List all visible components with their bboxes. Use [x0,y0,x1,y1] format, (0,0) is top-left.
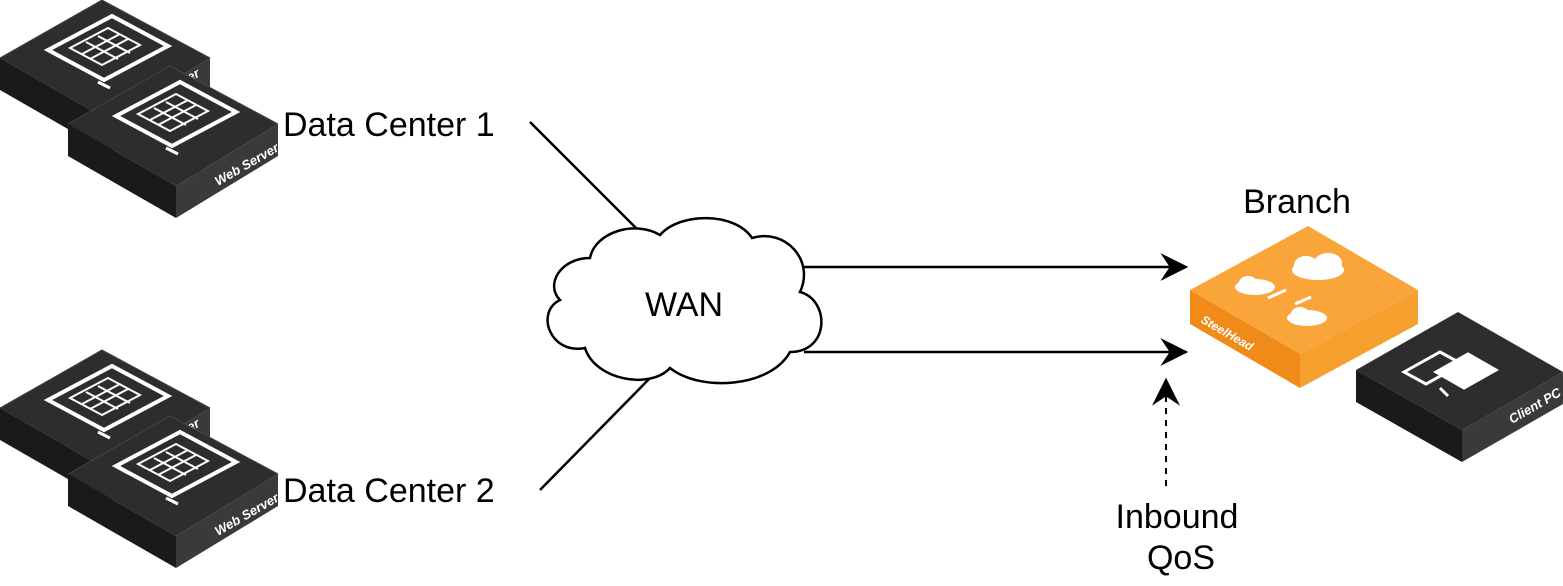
branch-label: Branch [1243,183,1351,221]
data-center-2-servers: er Web Server [0,348,282,570]
data-center-2-label: Data Center 2 [283,472,495,510]
cloud-icon [1235,253,1344,326]
qos-label: QoS [1147,539,1215,577]
steelhead-appliance: SteelHead [1190,226,1418,388]
wan-label: WAN [645,286,723,324]
wan-cloud: WAN [546,216,823,385]
data-center-1-servers: er Web Server [0,0,282,220]
dc2-wan-link [539,375,653,491]
dc1-wan-link [529,121,649,241]
computer-icon [1400,350,1500,398]
arrow-icon [1267,288,1312,306]
data-center-1-label: Data Center 1 [283,106,495,144]
inbound-label: Inbound [1116,498,1239,536]
